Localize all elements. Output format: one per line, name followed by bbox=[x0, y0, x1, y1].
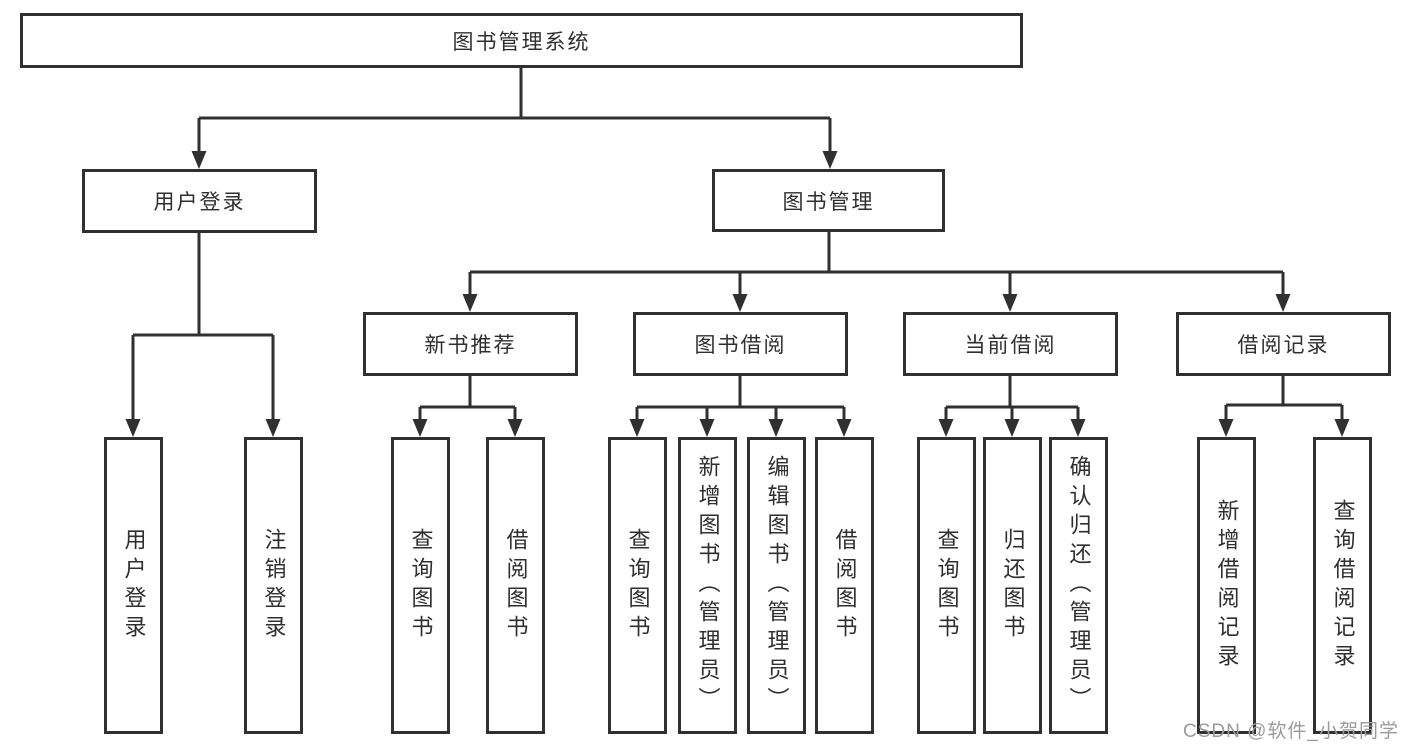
node-label: 借阅图书 bbox=[503, 527, 529, 644]
leaf-query-books-borrow: 查询图书 bbox=[608, 437, 667, 734]
node-label: 用户登录 bbox=[153, 191, 246, 214]
leaf-confirm-return-admin: 确认归还（管理员） bbox=[1049, 437, 1108, 734]
node-label: 查询图书 bbox=[934, 527, 960, 644]
node-label: 当前借阅 bbox=[964, 334, 1057, 357]
node-label: 借阅记录 bbox=[1237, 334, 1330, 357]
leaf-query-books-recommend: 查询图书 bbox=[391, 437, 450, 734]
node-label: 新增图书（管理员） bbox=[695, 455, 721, 716]
leaf-query-borrow-record: 查询借阅记录 bbox=[1313, 437, 1372, 734]
node-label: 新书推荐 bbox=[424, 334, 517, 357]
node-borrowing-records: 借阅记录 bbox=[1176, 312, 1391, 376]
node-current-borrowing: 当前借阅 bbox=[903, 312, 1118, 376]
node-label: 确认归还（管理员） bbox=[1066, 455, 1092, 716]
leaf-borrow-books: 借阅图书 bbox=[815, 437, 874, 734]
node-library-management-system: 图书管理系统 bbox=[20, 13, 1023, 68]
node-label: 归还图书 bbox=[1000, 527, 1026, 644]
node-label: 图书管理 bbox=[782, 190, 875, 214]
node-label: 图书借阅 bbox=[694, 334, 787, 357]
leaf-return-books: 归还图书 bbox=[983, 437, 1042, 734]
leaf-user-login: 用户登录 bbox=[104, 437, 163, 734]
csdn-watermark: CSDN @软件_小贺同学 bbox=[1183, 721, 1399, 742]
node-label: 图书管理系统 bbox=[452, 30, 591, 54]
node-label: 查询图书 bbox=[408, 527, 434, 644]
node-label: 查询图书 bbox=[625, 527, 651, 644]
leaf-borrow-books-recommend: 借阅图书 bbox=[486, 437, 545, 734]
node-new-book-recommendation: 新书推荐 bbox=[363, 312, 578, 376]
node-label: 注销登录 bbox=[261, 527, 287, 644]
node-user-login: 用户登录 bbox=[82, 169, 317, 233]
leaf-query-books-current: 查询图书 bbox=[917, 437, 976, 734]
node-label: 查询借阅记录 bbox=[1330, 498, 1356, 673]
node-label: 编辑图书（管理员） bbox=[764, 455, 790, 716]
node-book-borrowing: 图书借阅 bbox=[633, 312, 848, 376]
leaf-logout: 注销登录 bbox=[244, 437, 303, 734]
leaf-add-book-admin: 新增图书（管理员） bbox=[678, 437, 737, 734]
node-book-management: 图书管理 bbox=[712, 169, 945, 232]
leaf-add-borrow-record: 新增借阅记录 bbox=[1197, 437, 1256, 734]
node-label: 新增借阅记录 bbox=[1214, 498, 1240, 673]
leaf-edit-book-admin: 编辑图书（管理员） bbox=[747, 437, 806, 734]
arrowhead-icons bbox=[125, 151, 1350, 437]
node-label: 借阅图书 bbox=[832, 527, 858, 644]
node-label: 用户登录 bbox=[121, 527, 147, 644]
